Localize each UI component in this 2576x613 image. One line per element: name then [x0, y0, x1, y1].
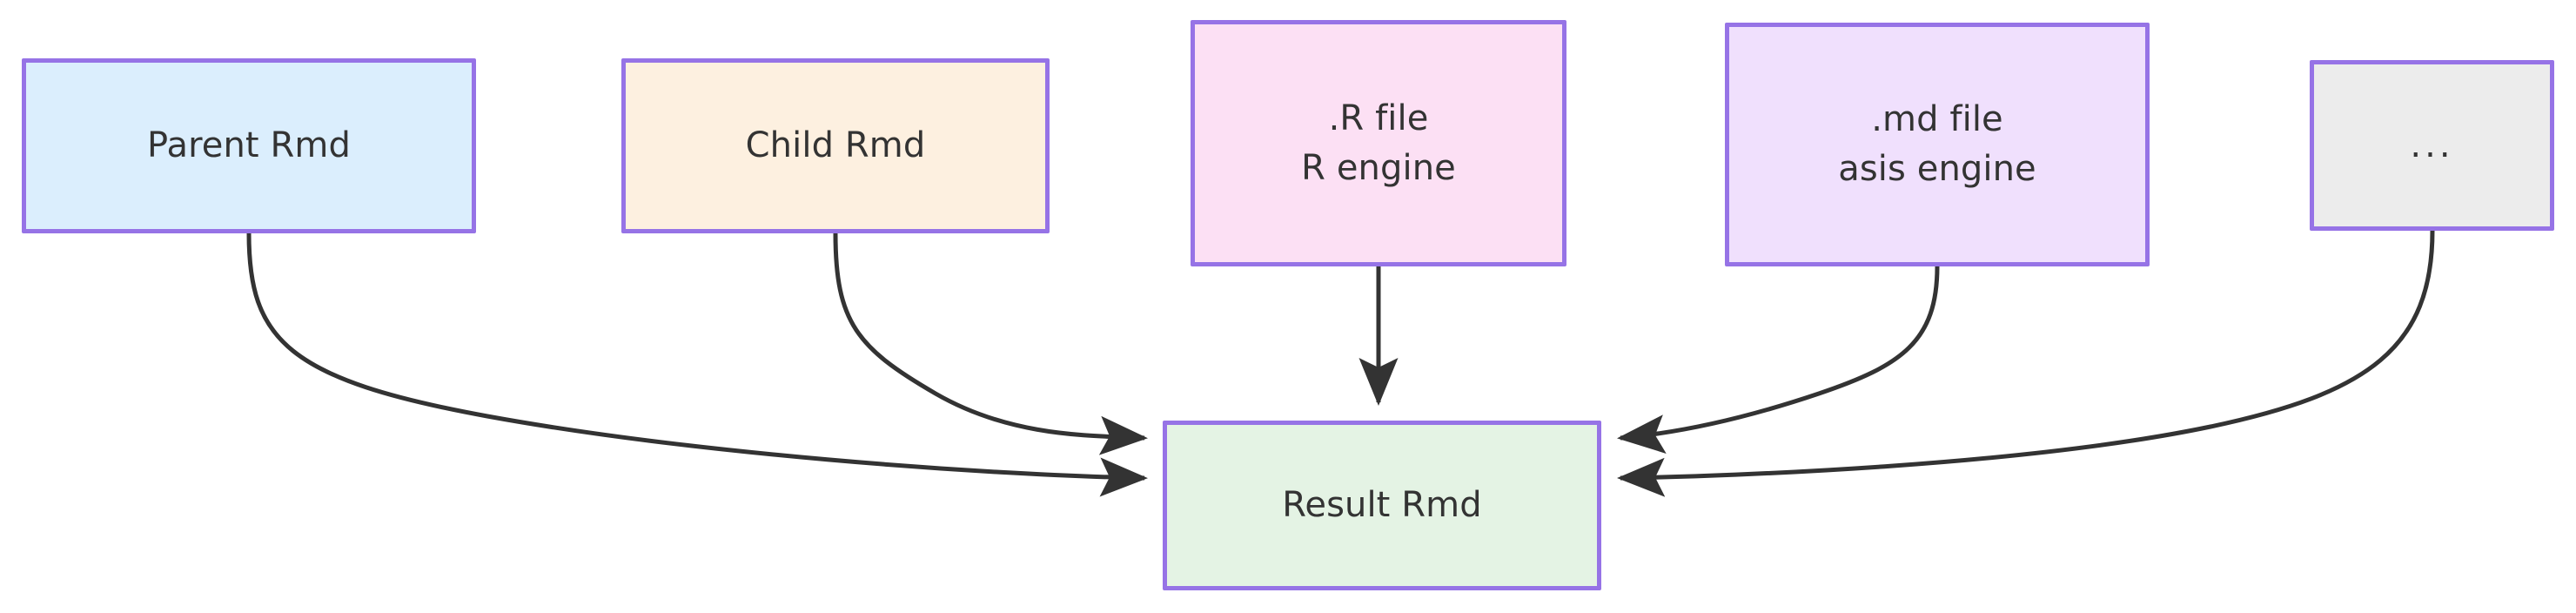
node-result-rmd[interactable]: Result Rmd	[1163, 421, 1601, 590]
edge-ellipsis-to-result-rmd	[1617, 230, 2435, 497]
node-parent-rmd[interactable]: Parent Rmd	[22, 58, 476, 233]
node-child-rmd-label-line-1: Child Rmd	[745, 125, 926, 166]
edge-parent-rmd-to-result-rmd	[246, 232, 1148, 497]
node-ellipsis[interactable]: ...	[2310, 60, 2554, 231]
node-child-rmd[interactable]: Child Rmd	[621, 58, 1050, 233]
node-ellipsis-label: ...	[2410, 125, 2454, 165]
node-md-file[interactable]: .md file asis engine	[1725, 23, 2150, 266]
node-md-file-label-line-2: asis engine	[1838, 149, 2036, 189]
edge-md-file-to-result-rmd	[1617, 266, 1940, 455]
node-result-rmd-label-line-1: Result Rmd	[1282, 485, 1482, 526]
node-parent-rmd-label-line-1: Parent Rmd	[147, 125, 351, 166]
node-md-file-label-line-1: .md file	[1871, 99, 2003, 140]
node-r-file-label-line-1: .R file	[1328, 98, 1429, 138]
edge-child-rmd-to-result-rmd	[833, 232, 1148, 455]
node-r-file[interactable]: .R file R engine	[1191, 20, 1566, 266]
node-r-file-label-line-2: R engine	[1301, 147, 1456, 188]
